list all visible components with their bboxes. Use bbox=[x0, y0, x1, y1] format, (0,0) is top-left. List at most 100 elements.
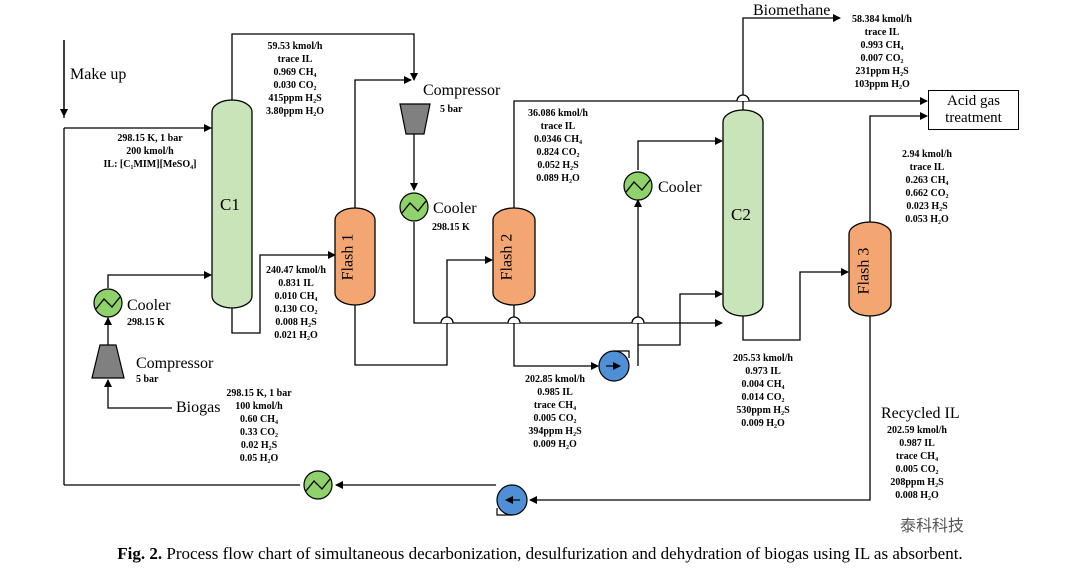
flash1-bottom-line bbox=[354, 256, 493, 366]
stream-line: trace CH₄ bbox=[533, 400, 577, 411]
stream-line: 530ppm H₂S bbox=[736, 405, 790, 416]
label-flash1: Flash 1 bbox=[339, 233, 357, 281]
stream-line: 0.030 CO₂ bbox=[273, 80, 317, 91]
stream-line: 0.05 H₂O bbox=[239, 453, 279, 464]
figure-caption: Fig. 2. Process flow chart of simultaneo… bbox=[0, 543, 1080, 565]
cooler-to-c2 bbox=[413, 222, 723, 327]
stream-line: 58.384 kmol/h bbox=[851, 14, 912, 25]
stream-c2-bottom: 205.53 kmol/h 0.973 IL 0.004 CH₄ 0.014 C… bbox=[723, 352, 803, 430]
watermark: 泰科科技 bbox=[900, 516, 965, 535]
flash-3 bbox=[848, 221, 892, 317]
stream-line: 0.009 H₂O bbox=[741, 418, 785, 429]
stream-line: 208ppm H₂S bbox=[890, 477, 944, 488]
stream-line: 0.007 CO₂ bbox=[860, 53, 904, 64]
stream-c1-bottom: 240.47 kmol/h 0.831 IL 0.010 CH₄ 0.130 C… bbox=[258, 264, 334, 342]
label-recycled-il: Recycled IL bbox=[881, 405, 960, 422]
stream-line: IL: [C₁MIM][MeSO₄] bbox=[103, 159, 197, 170]
label-flash2: Flash 2 bbox=[498, 233, 516, 281]
cooler-mid-icon bbox=[399, 192, 429, 222]
label-cooler-right: Cooler bbox=[658, 179, 702, 196]
stream-line: 0.831 IL bbox=[278, 278, 314, 289]
c1-bottom-line bbox=[231, 251, 336, 334]
stream-line: 0.824 CO₂ bbox=[536, 147, 580, 158]
stream-line: 202.85 kmol/h bbox=[524, 374, 585, 385]
stream-line: 205.53 kmol/h bbox=[732, 353, 793, 364]
stream-line: 298.15 K, 1 bar bbox=[226, 388, 292, 399]
stream-c1-top: 59.53 kmol/h trace IL 0.969 CH₄ 0.030 CO… bbox=[255, 40, 335, 118]
cooler-right-icon bbox=[623, 171, 653, 201]
stream-line: 0.005 CO₂ bbox=[895, 464, 939, 475]
label-make-up: Make up bbox=[70, 66, 127, 83]
acid-gas-line1: Acid gas bbox=[947, 93, 1000, 109]
caption-text: Process flow chart of simultaneous decar… bbox=[162, 544, 963, 563]
stream-line: 0.993 CH₄ bbox=[860, 40, 904, 51]
label-cooler-left: Cooler bbox=[127, 297, 171, 314]
stream-line: 200 kmol/h bbox=[126, 146, 174, 157]
stream-line: trace IL bbox=[277, 54, 313, 65]
label-compressor-left-pressure: 5 bar bbox=[136, 374, 159, 385]
stream-line: 298.15 K, 1 bar bbox=[117, 133, 183, 144]
stream-line: 0.021 H₂O bbox=[274, 330, 318, 341]
stream-biogas: 298.15 K, 1 bar 100 kmol/h 0.60 CH₄ 0.33… bbox=[216, 387, 302, 465]
stream-line: 0.004 CH₄ bbox=[741, 379, 785, 390]
stream-line: 59.53 kmol/h bbox=[267, 41, 323, 52]
stream-line: 0.662 CO₂ bbox=[905, 188, 949, 199]
cross-3 bbox=[631, 316, 645, 324]
stream-line: 0.33 CO₂ bbox=[240, 427, 278, 438]
acid-gas-treatment-box: Acid gas treatment bbox=[928, 90, 1019, 130]
label-compressor-top-pressure: 5 bar bbox=[440, 104, 463, 115]
biogas-line bbox=[104, 379, 172, 409]
stream-line: 394ppm H₂S bbox=[528, 426, 582, 437]
label-compressor-top: Compressor bbox=[423, 82, 501, 99]
stream-il-feed: 298.15 K, 1 bar 200 kmol/h IL: [C₁MIM][M… bbox=[90, 132, 210, 171]
label-cooler-mid: Cooler bbox=[433, 200, 477, 217]
stream-line: 0.008 H₂O bbox=[895, 490, 939, 501]
stream-line: 0.60 CH₄ bbox=[240, 414, 278, 425]
stream-line: 240.47 kmol/h bbox=[265, 265, 326, 276]
stream-line: 103ppm H₂O bbox=[854, 79, 910, 90]
cooler-to-c2-top bbox=[637, 137, 723, 170]
stream-line: 0.130 CO₂ bbox=[274, 304, 318, 315]
stream-flash3-top: 2.94 kmol/h trace IL 0.263 CH₄ 0.662 CO₂… bbox=[893, 148, 961, 226]
stream-line: 36.086 kmol/h bbox=[527, 108, 588, 119]
flash-1 bbox=[334, 207, 376, 306]
flash-2 bbox=[492, 207, 536, 306]
stream-line: 0.263 CH₄ bbox=[905, 175, 949, 186]
stream-line: 3.80ppm H₂O bbox=[265, 106, 324, 117]
cooler-left-icon bbox=[93, 288, 123, 318]
flash3-bottom-line bbox=[529, 316, 871, 504]
stream-line: 0.02 H₂S bbox=[240, 440, 278, 451]
stream-line: 100 kmol/h bbox=[235, 401, 283, 412]
c2-top-line bbox=[742, 14, 841, 110]
stream-line: 0.053 H₂O bbox=[905, 214, 949, 225]
stream-line: 0.985 IL bbox=[537, 387, 573, 398]
stream-line: 202.59 kmol/h bbox=[886, 425, 947, 436]
compressor-left bbox=[91, 344, 125, 379]
column-c1 bbox=[211, 99, 253, 309]
stream-recycled: 202.59 kmol/h 0.987 IL trace CH₄ 0.005 C… bbox=[877, 424, 957, 502]
pump-to-c2-mid bbox=[638, 290, 723, 346]
label-cooler-left-temp: 298.15 K bbox=[127, 317, 165, 328]
stream-line: trace IL bbox=[909, 162, 945, 173]
stream-line: 0.052 H₂S bbox=[537, 160, 579, 171]
cross-1 bbox=[440, 316, 454, 324]
label-compressor-left: Compressor bbox=[136, 355, 214, 372]
label-biogas: Biogas bbox=[176, 399, 221, 416]
label-flash3: Flash 3 bbox=[855, 247, 873, 295]
label-cooler-mid-temp: 298.15 K bbox=[432, 222, 470, 233]
stream-line: 0.008 H₂S bbox=[275, 317, 317, 328]
flash2-bottom-line bbox=[513, 305, 599, 370]
stream-line: 0.005 CO₂ bbox=[533, 413, 577, 424]
stream-biomethane: 58.384 kmol/h trace IL 0.993 CH₄ 0.007 C… bbox=[842, 13, 922, 91]
pump-mid-icon bbox=[598, 350, 630, 382]
label-c1: C1 bbox=[220, 195, 240, 214]
stream-flash2-bottom: 202.85 kmol/h 0.985 IL trace CH₄ 0.005 C… bbox=[515, 373, 595, 451]
stream-line: 2.94 kmol/h bbox=[901, 149, 952, 160]
stream-line: 0.010 CH₄ bbox=[274, 291, 318, 302]
stream-line: 0.009 H₂O bbox=[533, 439, 577, 450]
stream-line: 0.973 IL bbox=[745, 366, 781, 377]
stream-line: 0.0346 CH₄ bbox=[534, 134, 582, 145]
stream-line: 0.023 H₂S bbox=[906, 201, 948, 212]
stream-line: 0.987 IL bbox=[899, 438, 935, 449]
c2-bottom-line bbox=[742, 268, 849, 341]
